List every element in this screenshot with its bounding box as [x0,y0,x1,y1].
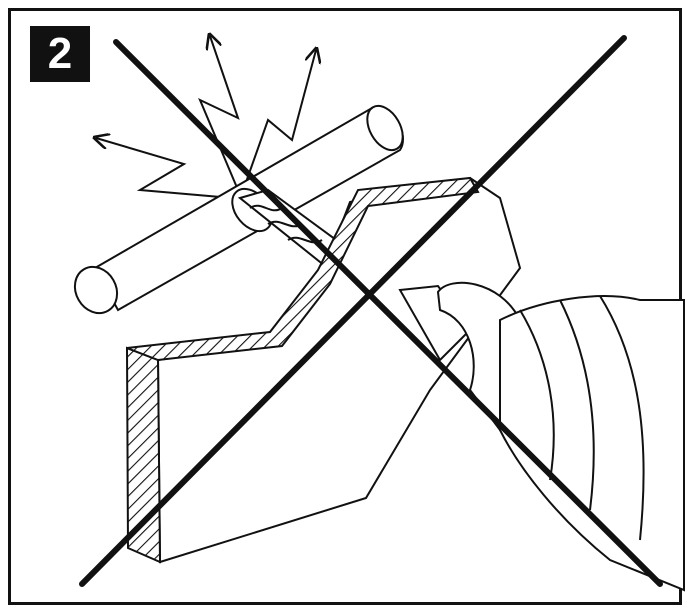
spark-arrow-icon [244,50,316,186]
spark-arrow-icon [96,138,233,199]
workpiece-panel [125,176,522,564]
cross-mark-icon [79,35,663,587]
step-number-badge: 2 [30,26,90,82]
spark-arrow-icon [198,36,240,191]
drill-body [398,281,685,592]
